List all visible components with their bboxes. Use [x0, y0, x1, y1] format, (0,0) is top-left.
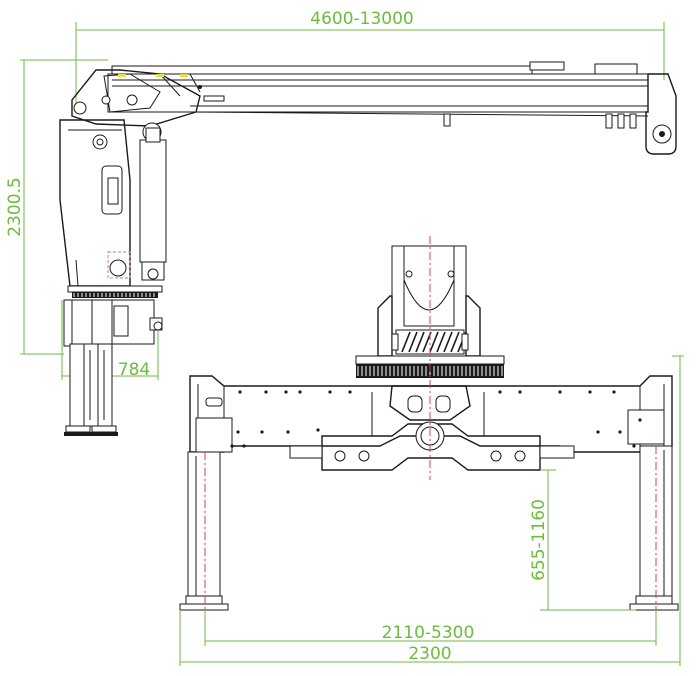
worm-thread — [401, 331, 411, 353]
bolt — [264, 390, 268, 394]
bolt — [328, 390, 332, 394]
bolt — [498, 390, 502, 394]
bolt — [558, 390, 562, 394]
bolt — [242, 444, 246, 448]
bolt — [612, 390, 616, 394]
worm-thread — [408, 331, 418, 353]
crane-base — [63, 299, 163, 436]
worm-thread — [436, 331, 446, 353]
outrigger-right — [629, 445, 679, 611]
worm-thread — [450, 331, 460, 353]
main-frame — [189, 375, 673, 453]
dimension-outrigger-height: 655-1160 — [529, 469, 636, 611]
worm-thread — [415, 331, 425, 353]
bolt — [260, 430, 264, 434]
slew-ring-side — [67, 285, 163, 298]
worm-thread — [443, 331, 453, 353]
crane-column — [59, 119, 131, 287]
outrigger-span-label: 2110-5300 — [382, 623, 475, 643]
boom — [71, 61, 677, 155]
frame-width-label: 2300 — [408, 644, 451, 664]
front-column — [377, 245, 481, 357]
boom-reach-label: 4600-13000 — [310, 9, 413, 29]
bolt — [348, 390, 352, 394]
crane-side-view — [59, 61, 677, 436]
dimension-crane-height: 2300.5 — [5, 59, 108, 355]
bolt — [298, 390, 302, 394]
bolt — [284, 390, 288, 394]
bolt — [238, 390, 242, 394]
base-front-view — [179, 236, 679, 644]
lift-cylinder — [139, 127, 167, 281]
dimension-boom-reach: 4600-13000 — [75, 9, 665, 105]
dimension-frame-width: 2300 — [179, 355, 684, 666]
bolt — [638, 418, 642, 422]
bolt — [230, 444, 234, 448]
bolt — [316, 428, 320, 432]
crane-height-label: 2300.5 — [5, 177, 25, 236]
base-width-label: 784 — [118, 360, 150, 380]
bolt — [286, 430, 290, 434]
bolt — [518, 390, 522, 394]
bolt — [236, 430, 240, 434]
worm-thread — [429, 331, 439, 353]
bolt — [596, 430, 600, 434]
bolt — [588, 390, 592, 394]
dimension-outrigger-span: 2110-5300 — [204, 610, 657, 646]
outrigger-height-label: 655-1160 — [529, 499, 549, 581]
outrigger-left — [179, 451, 229, 611]
bolt — [618, 430, 622, 434]
bolt — [632, 444, 636, 448]
